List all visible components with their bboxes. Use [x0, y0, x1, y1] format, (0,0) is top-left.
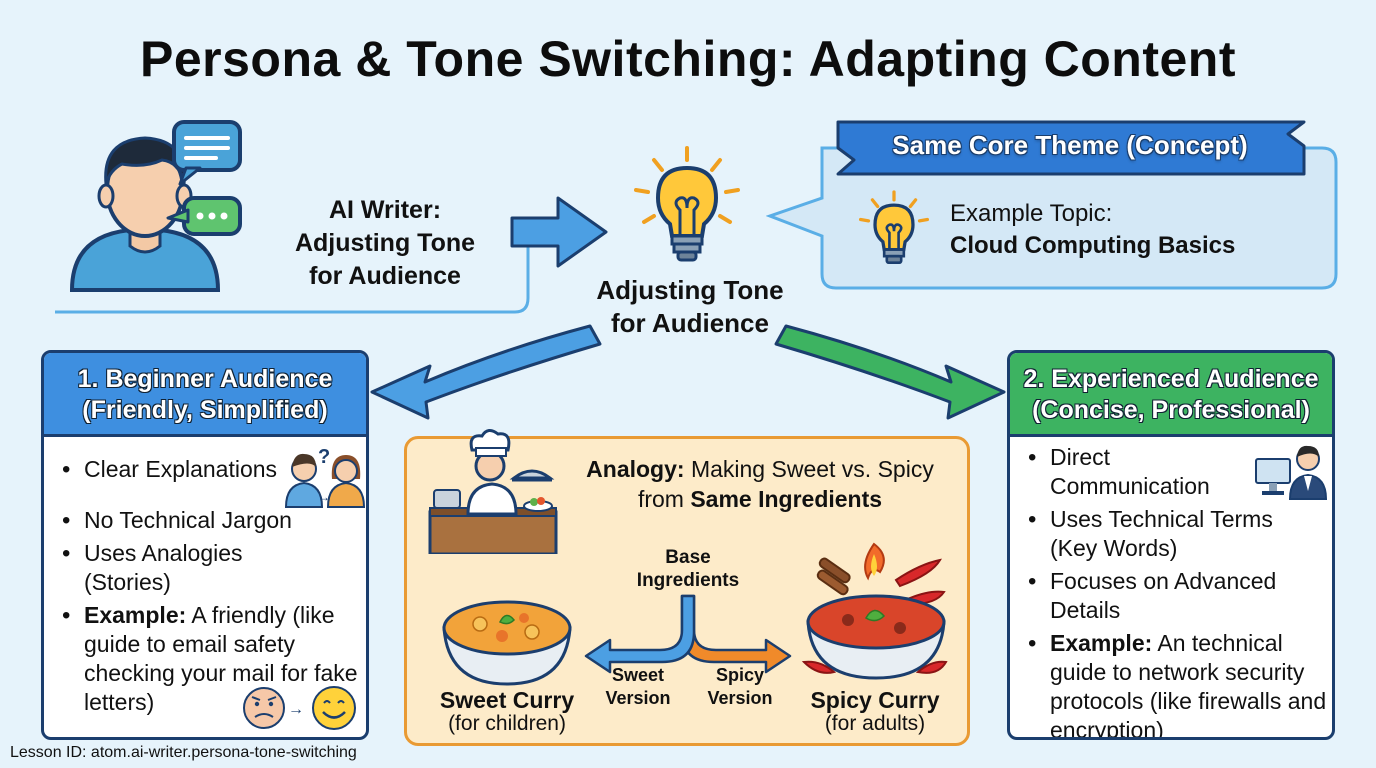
experienced-point: Direct Communication	[1028, 443, 1240, 501]
sweet-arrow-icon	[584, 594, 696, 674]
beginner-points: Clear Explanations No Technical Jargon U…	[44, 455, 364, 721]
banner-ribbon	[836, 120, 1306, 176]
experienced-heading-line1: 2. Experienced Audience	[1023, 365, 1319, 393]
sweet-branch-label: Sweet Version	[590, 664, 686, 710]
experienced-example: Example: An technical guide to network s…	[1028, 629, 1332, 740]
spicy-branch-line2: Version	[707, 688, 773, 708]
ai-writer-line2: Adjusting Tone	[294, 229, 476, 257]
beginner-point: Uses Analogies (Stories)	[62, 539, 284, 597]
arrow-to-beginner-icon	[370, 324, 602, 420]
experienced-example-text: An technical guide to network security p…	[1050, 630, 1327, 740]
topic-label: Example Topic:	[950, 200, 1113, 227]
beginner-example-text: A friendly (like guide to email safety c…	[84, 602, 358, 715]
person-avatar	[69, 120, 242, 292]
beginner-heading: 1. Beginner Audience (Friendly, Simplifi…	[44, 353, 366, 437]
center-line2: for Audience	[611, 308, 769, 338]
beginner-example: Example: A friendly (like guide to email…	[62, 601, 362, 717]
lightbulb-icon	[634, 146, 740, 262]
right-arrow-icon	[510, 196, 608, 268]
core-theme-banner: Same Core Theme (Concept)	[892, 130, 1248, 160]
small-lightbulb-icon	[858, 190, 930, 265]
svg-text:→: →	[318, 490, 330, 504]
chat-bubble-icon	[172, 120, 242, 186]
lesson-id: Lesson ID: atom.ai-writer.persona-tone-s…	[10, 744, 357, 761]
analogy-text2: from	[637, 486, 684, 512]
example-topic: Example Topic: Cloud Computing Basics	[950, 198, 1310, 262]
beginner-heading-line1: 1. Beginner Audience	[77, 365, 333, 393]
experienced-heading: 2. Experienced Audience (Concise, Profes…	[1010, 353, 1332, 437]
ai-connector-line	[55, 240, 530, 314]
experienced-point: Focuses on Advanced Details	[1028, 567, 1320, 625]
spicy-branch-label: Spicy Version	[692, 664, 788, 710]
topic-value: Cloud Computing Basics	[950, 232, 1236, 259]
typing-bubble-icon	[166, 196, 242, 236]
analogy-label: Analogy:	[586, 456, 685, 482]
experienced-example-label: Example:	[1050, 630, 1153, 656]
beginner-panel: 1. Beginner Audience (Friendly, Simplifi…	[41, 350, 369, 740]
sweet-curry-name: Sweet Curry	[439, 687, 575, 713]
experienced-heading-line2: (Concise, Professional)	[1032, 396, 1310, 424]
spicy-curry-name: Spicy Curry	[810, 687, 940, 713]
beginner-point: Clear Explanations	[62, 455, 364, 484]
spicy-curry-sub: (for adults)	[824, 712, 926, 735]
ai-writer-line3: for Audience	[309, 262, 461, 290]
spicy-branch-line1: Spicy	[715, 665, 765, 685]
worried-to-happy-icon: →	[243, 686, 356, 730]
core-theme-callout	[766, 120, 1338, 290]
sweet-branch-line2: Version	[605, 688, 671, 708]
beginner-example-label: Example:	[84, 602, 187, 628]
ai-writer-label: AI Writer: Adjusting Tone for Audience	[265, 194, 505, 293]
sweet-branch-line1: Sweet	[611, 665, 665, 685]
split-arrows	[584, 594, 792, 674]
beginner-heading-line2: (Friendly, Simplified)	[82, 396, 328, 424]
ai-writer-line1: AI Writer:	[328, 196, 442, 224]
center-line1: Adjusting Tone	[596, 275, 784, 305]
arrow-to-experienced-icon	[774, 324, 1006, 420]
chef-icon	[428, 429, 558, 554]
analogy-title: Analogy: Making Sweet vs. Spicy from Sam…	[560, 454, 960, 514]
base-ingredients-label: Base Ingredients	[618, 546, 758, 592]
learners-icon: ? →	[284, 446, 366, 508]
experienced-point: Uses Technical Terms (Key Words)	[1028, 505, 1320, 563]
analogy-text3: Same Ingredients	[690, 486, 883, 512]
experienced-points: Direct Communication Uses Technical Term…	[1010, 443, 1332, 740]
beginner-point: No Technical Jargon	[62, 506, 324, 535]
analogy-text1: Making Sweet vs. Spicy	[690, 456, 934, 482]
spicy-arrow-icon	[680, 594, 792, 674]
sweet-curry-bowl-icon	[442, 600, 572, 686]
base-line2: Ingredients	[636, 570, 740, 591]
professional-at-computer-icon	[1255, 445, 1328, 500]
spicy-curry-bowl-icon	[801, 542, 948, 680]
base-line1: Base	[665, 547, 711, 568]
center-label: Adjusting Tone for Audience	[560, 274, 820, 340]
page-title: Persona & Tone Switching: Adapting Conte…	[140, 31, 1236, 87]
sweet-curry-sub: (for children)	[448, 712, 566, 735]
svg-text:→: →	[288, 701, 304, 718]
experienced-panel: 2. Experienced Audience (Concise, Profes…	[1007, 350, 1335, 740]
svg-text:?: ?	[318, 446, 330, 468]
